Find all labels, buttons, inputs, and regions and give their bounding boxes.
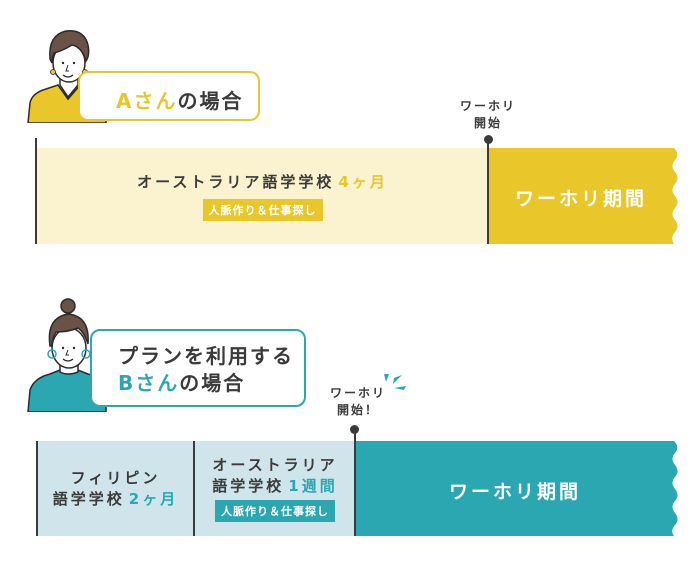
school1-line1: フィリピン: [70, 468, 161, 487]
case-b-label-line1: プランを利用する: [118, 344, 294, 368]
case-a-start-dot: [484, 135, 493, 144]
case-a-start-line: [487, 140, 489, 244]
marker-line2: 開始！: [336, 403, 379, 417]
case-b-start-dot: [350, 425, 359, 434]
school1-name: 語学学校: [52, 489, 125, 508]
case-a-label: Aさんの場合: [78, 71, 260, 121]
case-b-label-line2: Bさんの場合: [118, 370, 304, 397]
case-b-name: Bさん: [118, 371, 180, 395]
case-a-tag: 人脈作り＆仕事探し: [202, 198, 323, 221]
case-a-timeline-start-line: [35, 138, 37, 244]
case-b-suffix: の場合: [179, 371, 246, 395]
case-b-label: プランを利用する Bさんの場合: [90, 329, 306, 407]
school2-duration: 1週間: [288, 477, 338, 495]
marker-line1: ワーホリ: [329, 386, 386, 400]
marker-line1: ワーホリ: [459, 99, 516, 113]
case-b-start-marker-label: ワーホリ 開始！: [322, 385, 394, 419]
case-a-suffix: の場合: [177, 89, 244, 113]
emphasis-burst-icon: [380, 372, 410, 394]
person-b-illustration: [22, 292, 112, 413]
school-name: オーストラリア語学学校: [137, 172, 335, 191]
case-a-holiday-bar: ワーホリ期間: [488, 148, 682, 244]
school-duration: 4ヶ月: [338, 172, 388, 191]
case-b-holiday-bar: ワーホリ期間: [356, 441, 682, 536]
case-a-holiday-label: ワーホリ期間: [514, 188, 647, 210]
school1-duration: 2ヶ月: [128, 489, 179, 508]
marker-line2: 開始: [473, 116, 502, 130]
case-a-name: Aさん: [116, 89, 178, 113]
case-b-start-line: [354, 430, 356, 536]
case-a-start-marker-label: ワーホリ 開始: [452, 98, 524, 132]
school2-line1: オーストラリア: [212, 456, 338, 474]
case-b-tag: 人脈作り＆仕事探し: [215, 500, 335, 522]
school2-name: 語学学校: [212, 477, 285, 495]
case-b-holiday-label: ワーホリ期間: [448, 481, 581, 503]
